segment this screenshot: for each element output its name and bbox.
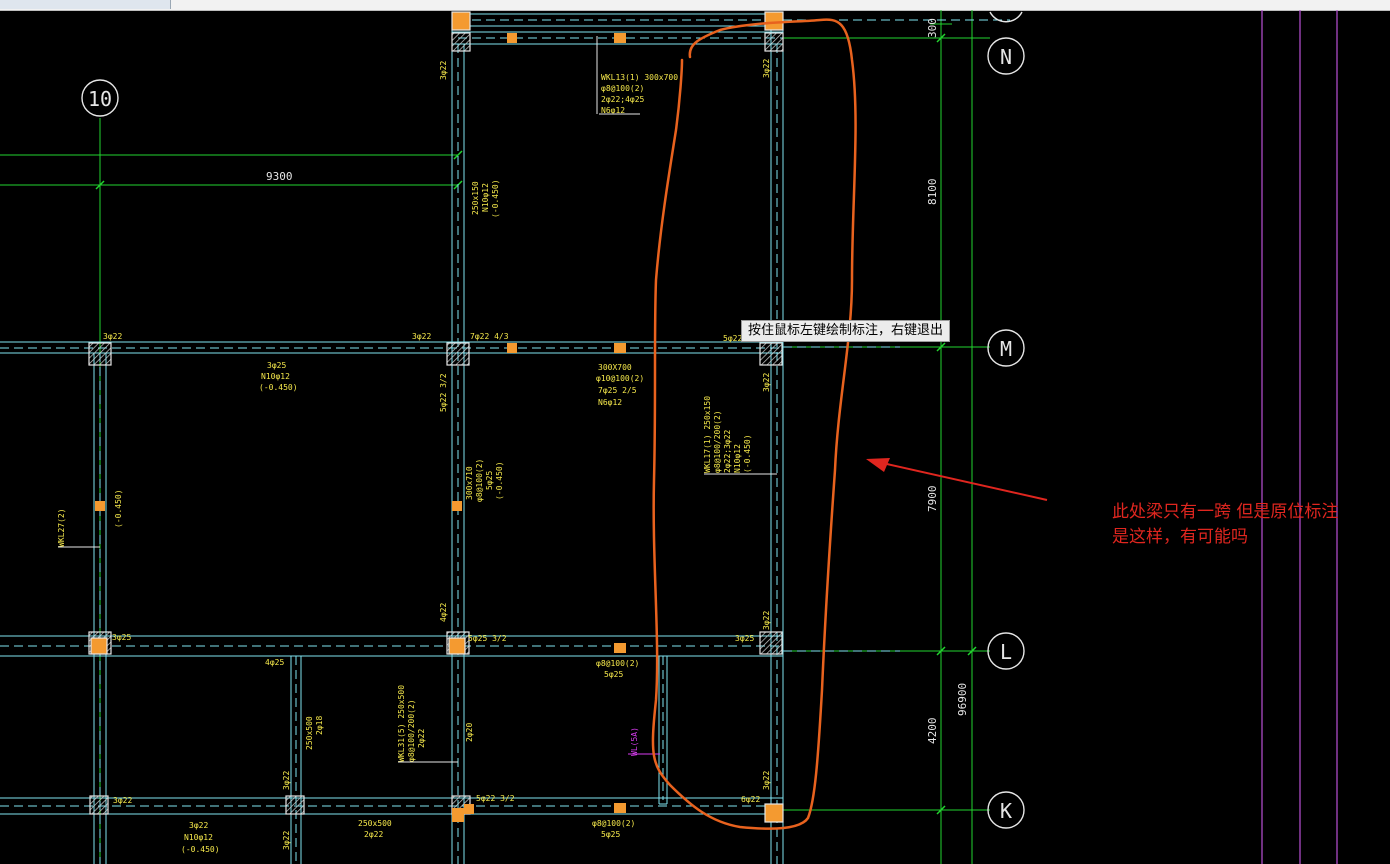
beam-annotations: WKL13(1) 300x700 φ8@100(2) 2φ22;4φ25 N6φ… [57, 59, 771, 854]
right-mid-3phi22: 3φ22 [762, 373, 771, 392]
vert-phi8: φ8@100(2) [475, 459, 484, 502]
right-top-3phi22: 3φ22 [762, 59, 771, 78]
dimension-ticks [95, 33, 977, 815]
axis-bubble-labels: 10 N M L K [88, 45, 1012, 823]
k-250x500: 250x500 [358, 819, 392, 828]
l-phi8: φ8@100(2) [596, 659, 639, 668]
top-3phi22: 3φ22 [439, 61, 448, 80]
left-250x150: 250x150 [471, 181, 480, 215]
axis-bubbles [81, 11, 1025, 829]
svg-text:WL(5A): WL(5A) [630, 727, 639, 756]
wkl13-name: WKL13(1) 300x700 [601, 73, 678, 82]
dimension-texts: 9300 300 8100 7900 4200 96900 [266, 18, 969, 744]
k-3phi22-vertical: 3φ22 [282, 831, 291, 850]
command-tooltip: 按住鼠标左键绘制标注，右键退出 [741, 320, 951, 342]
m-mid-bot: 7φ25 2/5 [598, 386, 637, 395]
l-5phi25: 5φ25 [604, 670, 623, 679]
wkl17-name: WKL17(1) 250x150 [703, 396, 712, 473]
axis-label-k: K [1000, 799, 1012, 823]
m-5phi22-32: 5φ22 3/2 [439, 373, 448, 412]
k-3phi22c: 3φ22 [762, 771, 771, 790]
l-2phi20: 2φ20 [465, 723, 474, 742]
window-top-bar [0, 0, 1390, 11]
k-elev: (-0.450) [181, 845, 220, 854]
wkl13-stirrup: φ8@100(2) [601, 84, 644, 93]
wkl31-stirrup: φ8@100/200(2) [407, 699, 416, 762]
wkl17-side: N10φ12 [733, 444, 742, 473]
dim-4200: 4200 [926, 718, 939, 745]
k-phi8: φ8@100(2) [592, 819, 635, 828]
k-2phi22: 2φ22 [364, 830, 383, 839]
l-4phi25: 4φ25 [265, 658, 284, 667]
right-edge-lines [1261, 10, 1338, 864]
m-mid-side: N6φ12 [598, 398, 622, 407]
beam-dashed-lines [0, 19, 1010, 864]
m-span-n10: N10φ12 [261, 372, 290, 381]
cad-canvas[interactable]: 10 N M L K 9300 300 8100 7900 4200 96900… [0, 10, 1390, 864]
markup-arrow-icon [866, 458, 1048, 501]
markup-note-line-1: 此处梁只有一跨 但是原位标注 [1112, 502, 1339, 522]
k-n10: N10φ12 [184, 833, 213, 842]
left-n10: N10φ12 [481, 183, 490, 212]
l-250x500: 250x500 [305, 716, 314, 750]
m-span-elev: (-0.450) [259, 383, 298, 392]
left-elev: (-0.450) [491, 179, 500, 218]
l-5phi25-32: 5φ25 3/2 [468, 634, 507, 643]
k-5phi22-32: 5φ22 3/2 [476, 794, 515, 803]
vert-elev: (-0.450) [495, 461, 504, 500]
m-mid-stirrup: φ10@100(2) [596, 374, 644, 383]
wkl31-name: WKL31(5) 250x500 [397, 685, 406, 762]
dim-8100: 8100 [926, 179, 939, 206]
dim-300: 300 [926, 18, 939, 38]
wkl17-stirrup: φ8@100/200(2) [713, 410, 722, 473]
vert-300x710: 300x710 [465, 466, 474, 500]
axis-label-10: 10 [88, 87, 112, 111]
k-5phi25: 5φ25 [601, 830, 620, 839]
dim-7900: 7900 [926, 486, 939, 513]
m-7phi22: 7φ22 4/3 [470, 332, 509, 341]
axis-label-l: L [1000, 640, 1012, 664]
annotation-leaders [58, 36, 777, 763]
l-3phi25: 3φ25 [112, 633, 131, 642]
structural-columns [88, 11, 784, 823]
k-3phi22b: 3φ22 [282, 771, 291, 790]
support-blocks [95, 33, 626, 822]
wkl17-elev: (-0.450) [743, 434, 752, 473]
k-6phi22: 6φ22 [741, 795, 760, 804]
wkl13-side: N6φ12 [601, 106, 625, 115]
l-2phi18: 2φ18 [315, 716, 324, 735]
l-right-3phi22: 3φ22 [762, 611, 771, 630]
m-left-elev: (-0.450) [114, 489, 123, 528]
m-5phi22: 5φ22 [723, 334, 742, 343]
k-3phi22d: 3φ22 [189, 821, 208, 830]
axis-label-m: M [1000, 337, 1012, 361]
axis-label-n: N [1000, 45, 1012, 69]
l-3phi25b: 3φ25 [735, 634, 754, 643]
k-3phi22: 3φ22 [113, 796, 132, 805]
document-tab[interactable] [0, 0, 171, 9]
wkl13-top: 2φ22;4φ25 [601, 95, 645, 104]
magenta-wl-label: WL(5A) [628, 727, 660, 756]
wkl17-top: 2φ22;3φ22 [723, 429, 732, 473]
dim-9300: 9300 [266, 170, 293, 183]
wkl31-top: 2φ22 [417, 729, 426, 748]
markup-note: 此处梁只有一跨 但是原位标注 是这样，有可能吗 [1112, 500, 1338, 550]
markup-note-line-2: 是这样，有可能吗 [1112, 527, 1248, 547]
dim-96900: 96900 [956, 683, 969, 716]
grid-lines [0, 10, 990, 864]
wkl27-label: WKL27(2) [57, 508, 66, 547]
m-mid-size: 300X700 [598, 363, 632, 372]
m-span-3phi25: 3φ25 [267, 361, 286, 370]
l-4phi22: 4φ22 [439, 603, 448, 622]
markup-freehand-loop [651, 18, 857, 830]
m-3phi22-b: 3φ22 [412, 332, 431, 341]
m-3phi22-a: 3φ22 [103, 332, 122, 341]
beam-outlines [0, 13, 784, 864]
vert-5phi25: 5φ25 [485, 471, 494, 490]
